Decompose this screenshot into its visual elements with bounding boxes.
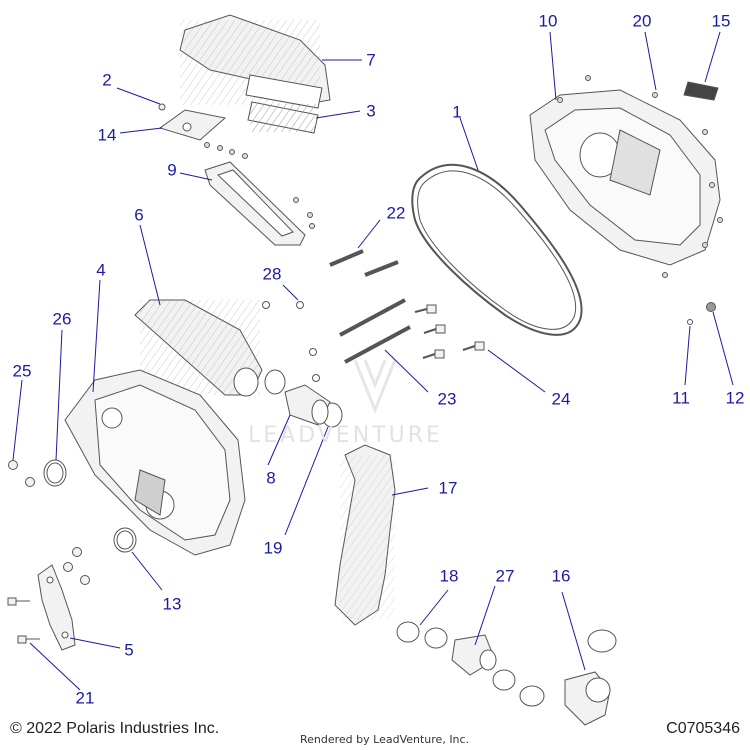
callout-28: 28 <box>262 264 282 284</box>
part-15-label <box>683 81 719 101</box>
part-27-coupler <box>451 634 497 676</box>
callout-26: 26 <box>52 309 72 329</box>
part-4-inner-cover <box>64 369 246 556</box>
callout-11: 11 <box>672 388 690 408</box>
callout-8: 8 <box>266 468 276 488</box>
callout-5: 5 <box>124 640 134 660</box>
part-18-clamp <box>396 621 448 649</box>
part-24-bolt <box>414 304 485 359</box>
leader-lines <box>12 31 734 691</box>
callout-24: 24 <box>551 389 571 409</box>
part-13-oring <box>113 527 137 553</box>
copyright-text: © 2022 Polaris Industries Inc. <box>10 720 220 737</box>
part-20-screw <box>557 75 723 278</box>
callout-2: 2 <box>102 70 112 90</box>
part-12-plug <box>706 302 716 312</box>
part-9-gasket <box>204 161 306 246</box>
part-21-bolt <box>7 597 40 644</box>
clamps-lower <box>492 669 545 707</box>
watermark-text: LEADVENTURE <box>248 423 443 448</box>
callout-17: 17 <box>438 478 458 498</box>
part-17-exhaust-duct <box>334 444 396 626</box>
callout-9: 9 <box>167 160 177 180</box>
callout-13: 13 <box>162 594 182 614</box>
part-2-screw <box>158 103 166 111</box>
callout-27: 27 <box>495 566 515 586</box>
screw-set-upper <box>204 142 315 229</box>
part-14-plate <box>158 109 227 141</box>
part-1-seal <box>411 163 583 336</box>
part-25-plug <box>8 460 35 487</box>
rendered-by-text: Rendered by LeadVenture, Inc. <box>300 733 470 746</box>
part-7-intake-duct <box>179 14 331 109</box>
part-code: C0705346 <box>666 720 740 737</box>
part-8-coupler <box>284 384 331 426</box>
callout-25: 25 <box>12 361 32 381</box>
callout-6: 6 <box>134 205 144 225</box>
callout-15: 15 <box>711 11 731 31</box>
callout-14: 14 <box>97 125 117 145</box>
part-23-bolt <box>339 298 411 364</box>
callout-7: 7 <box>366 50 376 70</box>
part-26-oring <box>43 459 67 487</box>
plugs-lower <box>63 547 90 585</box>
callout-21: 21 <box>75 688 95 708</box>
callout-23: 23 <box>437 389 457 409</box>
callout-16: 16 <box>551 566 571 586</box>
callout-10: 10 <box>538 11 558 31</box>
callout-3: 3 <box>366 101 376 121</box>
watermark-emblem <box>353 359 397 415</box>
callout-1: 1 <box>452 102 462 122</box>
callout-20: 20 <box>632 11 652 31</box>
callout-19: 19 <box>263 538 283 558</box>
part-22-bolt <box>329 249 399 277</box>
part-3-screen <box>247 101 319 134</box>
part-28-washer <box>262 301 320 382</box>
part-11-plug <box>687 319 693 325</box>
part-5-bracket <box>37 564 76 651</box>
callout-4: 4 <box>96 260 106 280</box>
part-10-outer-cover <box>529 89 721 266</box>
callout-18: 18 <box>439 566 459 586</box>
part-16-outlet <box>564 629 617 726</box>
callout-22: 22 <box>386 203 406 223</box>
callout-12: 12 <box>725 388 745 408</box>
